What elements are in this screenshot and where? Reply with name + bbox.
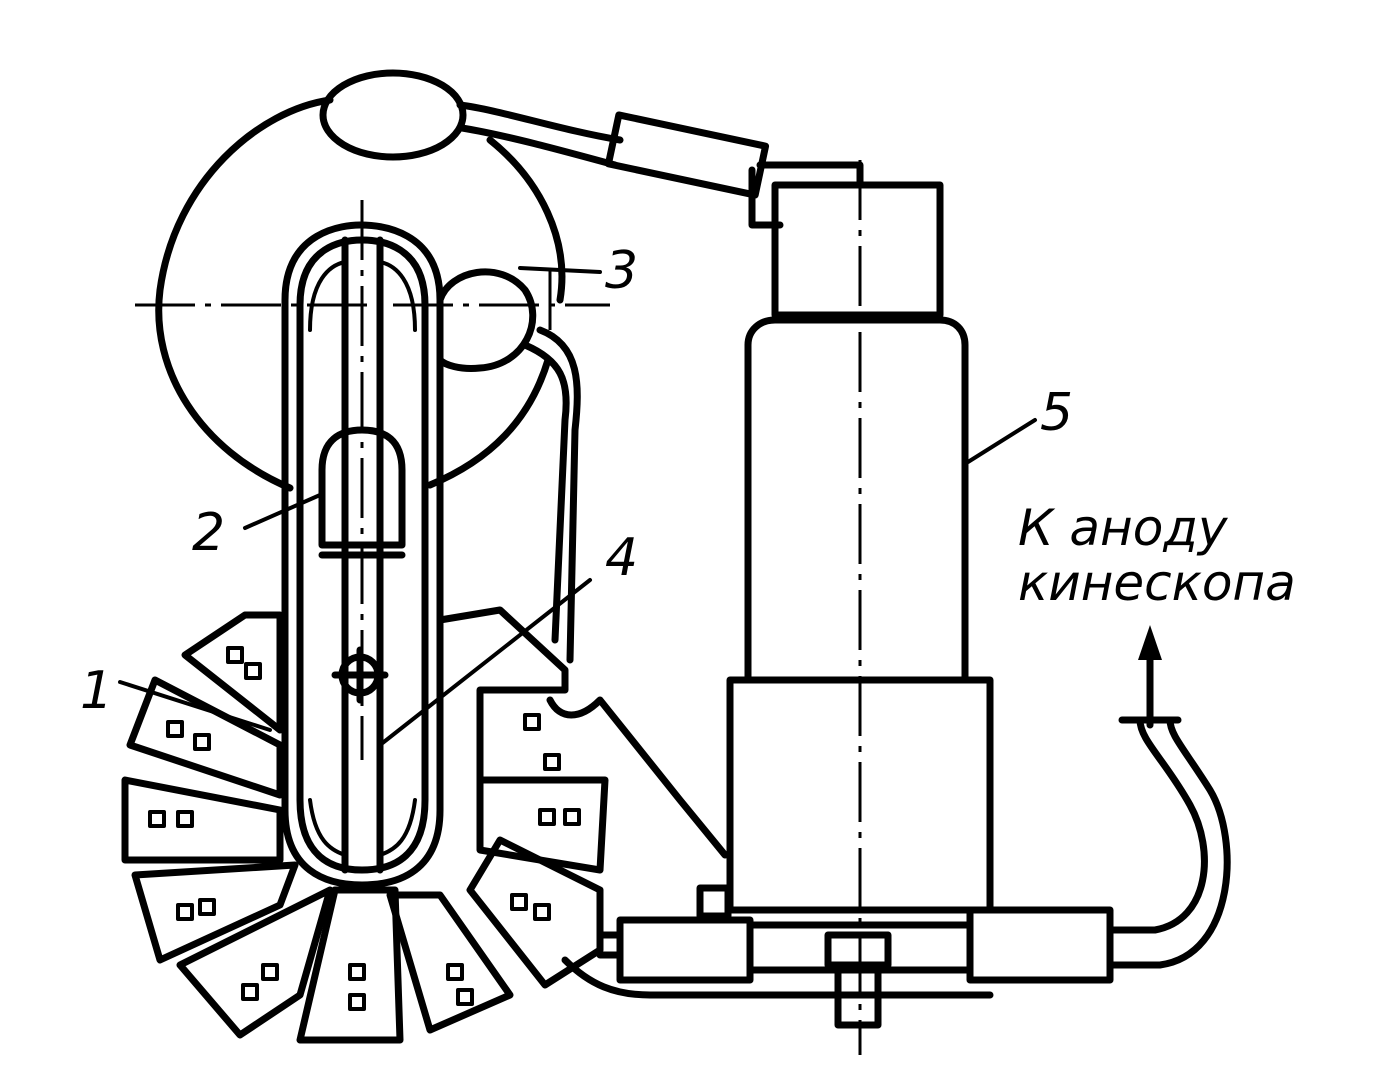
label-4: 4 bbox=[605, 528, 638, 588]
contact-screws bbox=[148, 646, 581, 1011]
label-1: 1 bbox=[80, 661, 113, 721]
component-5 bbox=[561, 181, 1114, 1029]
output-cable bbox=[1106, 625, 1231, 969]
caption-line-2: кинескопа bbox=[1018, 554, 1296, 612]
label-2: 2 bbox=[192, 503, 225, 563]
disc-3 bbox=[155, 96, 566, 492]
brush-wire-4 bbox=[521, 326, 729, 859]
caption-line-1: К аноду bbox=[1018, 499, 1229, 557]
contact-segments-1 bbox=[121, 606, 609, 1044]
top-connector bbox=[319, 69, 864, 229]
leader-lines bbox=[118, 266, 1037, 747]
label-5: 5 bbox=[1040, 383, 1073, 443]
arrow-up-icon bbox=[1138, 625, 1162, 660]
center-lines bbox=[135, 160, 862, 1055]
label-3: 3 bbox=[605, 241, 638, 301]
